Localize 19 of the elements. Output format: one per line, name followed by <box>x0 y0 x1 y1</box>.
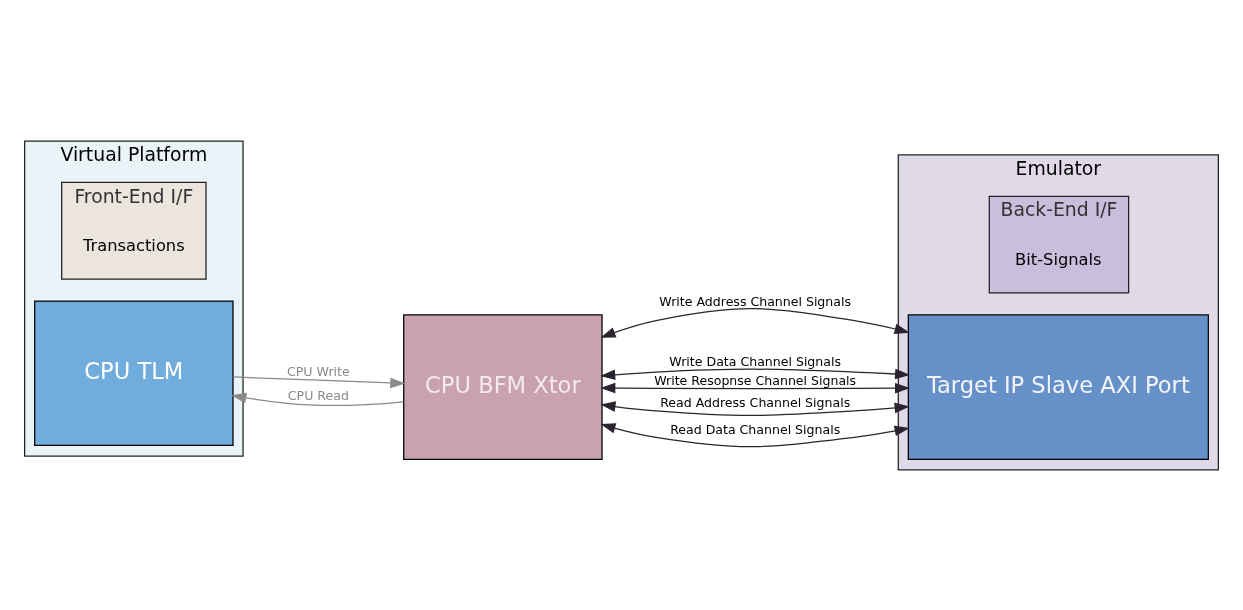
arrow <box>231 392 404 406</box>
edge-label: Read Address Channel Signals <box>660 394 851 410</box>
edge-label: Write Address Channel Signals <box>659 293 852 308</box>
node-box: CPU BFM Xtor <box>403 313 603 460</box>
label: Bit-Signals <box>1015 249 1102 269</box>
node-box: Target IP Slave AXI Port <box>907 313 1209 460</box>
edge-label: CPU Write <box>287 363 350 379</box>
arrow <box>600 400 910 416</box>
arrow <box>600 307 910 338</box>
edge-label: CPU Read <box>287 387 349 403</box>
edge-label: Read Data Channel Signals <box>670 421 841 437</box>
label: Transactions <box>82 235 185 255</box>
arrow <box>232 375 406 388</box>
node-box: CPU TLM <box>34 300 234 446</box>
arrow <box>600 368 911 380</box>
edge-label: Write Resopnse Channel Signals <box>654 372 857 388</box>
arrow <box>600 382 911 393</box>
arrow <box>600 422 910 447</box>
edge-label: Write Data Channel Signals <box>669 353 841 369</box>
